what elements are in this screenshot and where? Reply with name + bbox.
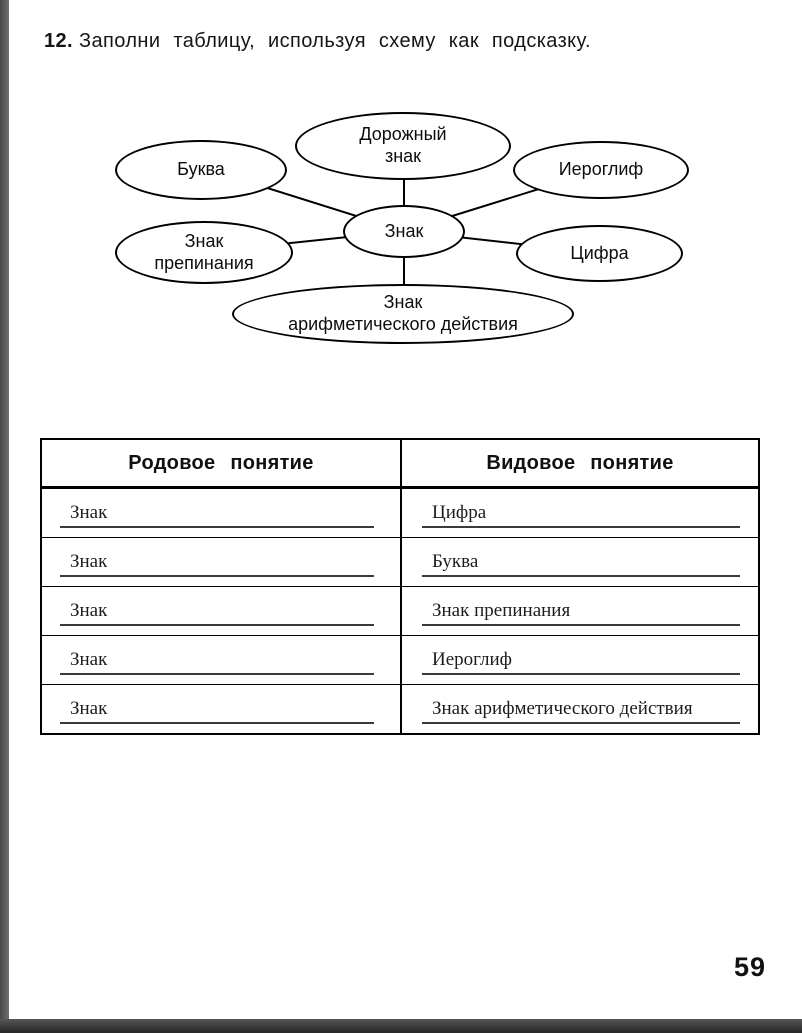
table-cell-specific: Буква (402, 537, 758, 586)
task-number: 12. (44, 30, 74, 52)
task-title: 12.Заполни таблицу, используя схему как … (44, 30, 744, 53)
node-label: Иероглиф (558, 159, 644, 180)
handwritten-answer: Знак арифметического действия (422, 698, 740, 724)
table-cell-generic: Знак (42, 488, 402, 537)
task-text: Заполни таблицу, используя схему как под… (79, 30, 591, 52)
diagram-node-center: Знак (343, 205, 465, 258)
node-label: Знак (384, 220, 424, 241)
node-label: Буква (177, 159, 225, 180)
scan-edge-left (0, 0, 9, 1033)
page-number: 59 (733, 952, 766, 982)
handwritten-answer: Буква (422, 551, 740, 577)
handwritten-answer: Знак (60, 698, 374, 724)
table-cell-specific: Иероглиф (402, 635, 758, 684)
concept-table: Родовое понятие Видовое понятие Знак Циф… (40, 438, 760, 735)
table-header-generic: Родовое понятие (42, 440, 402, 488)
table-cell-generic: Знак (42, 684, 402, 733)
table-cell-generic: Знак (42, 635, 402, 684)
handwritten-answer: Цифра (422, 502, 740, 528)
diagram-node-letter: Буква (115, 140, 287, 200)
table-cell-specific: Знак препинания (402, 586, 758, 635)
table-cell-specific: Цифра (402, 488, 758, 537)
scan-edge-bottom (0, 1019, 802, 1033)
handwritten-answer: Знак (60, 649, 374, 675)
handwritten-answer: Знак (60, 502, 374, 528)
handwritten-answer: Иероглиф (422, 649, 740, 675)
handwritten-answer: Знак препинания (422, 600, 740, 626)
table-cell-specific: Знак арифметического действия (402, 684, 758, 733)
table-cell-generic: Знак (42, 537, 402, 586)
handwritten-answer: Знак (60, 551, 374, 577)
table-cell-generic: Знак (42, 586, 402, 635)
diagram-node-hieroglyph: Иероглиф (513, 141, 689, 199)
handwritten-answer: Знак (60, 600, 374, 626)
table-header-specific: Видовое понятие (402, 440, 758, 488)
diagram-node-digit: Цифра (516, 225, 683, 282)
node-label: Цифра (570, 242, 629, 263)
